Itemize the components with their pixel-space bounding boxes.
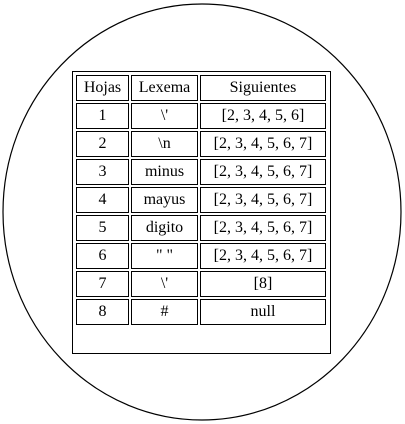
table-row: 1 \' [2, 3, 4, 5, 6] bbox=[76, 103, 326, 129]
cell-hoja: 5 bbox=[76, 215, 129, 241]
cell-hoja: 8 bbox=[76, 299, 129, 325]
cell-lexema: \n bbox=[131, 131, 198, 157]
cell-lexema: # bbox=[131, 299, 198, 325]
cell-siguientes: null bbox=[200, 299, 326, 325]
cell-lexema: mayus bbox=[131, 187, 198, 213]
cell-lexema: " " bbox=[131, 243, 198, 269]
cell-siguientes: [2, 3, 4, 5, 6, 7] bbox=[200, 215, 326, 241]
cell-siguientes: [2, 3, 4, 5, 6, 7] bbox=[200, 131, 326, 157]
siguientes-table: Hojas Lexema Siguientes 1 \' [2, 3, 4, 5… bbox=[74, 73, 328, 327]
cell-hoja: 4 bbox=[76, 187, 129, 213]
cell-siguientes: [2, 3, 4, 5, 6, 7] bbox=[200, 243, 326, 269]
cell-hoja: 6 bbox=[76, 243, 129, 269]
table-row: 7 \' [8] bbox=[76, 271, 326, 297]
cell-hoja: 1 bbox=[76, 103, 129, 129]
table-row: 3 minus [2, 3, 4, 5, 6, 7] bbox=[76, 159, 326, 185]
cell-hoja: 3 bbox=[76, 159, 129, 185]
table-row: 8 # null bbox=[76, 299, 326, 325]
cell-hoja: 2 bbox=[76, 131, 129, 157]
cell-lexema: digito bbox=[131, 215, 198, 241]
table-row: 6 " " [2, 3, 4, 5, 6, 7] bbox=[76, 243, 326, 269]
cell-lexema: \' bbox=[131, 103, 198, 129]
table-row: 2 \n [2, 3, 4, 5, 6, 7] bbox=[76, 131, 326, 157]
cell-hoja: 7 bbox=[76, 271, 129, 297]
table-row: 4 mayus [2, 3, 4, 5, 6, 7] bbox=[76, 187, 326, 213]
cell-siguientes: [2, 3, 4, 5, 6, 7] bbox=[200, 187, 326, 213]
cell-siguientes: [2, 3, 4, 5, 6] bbox=[200, 103, 326, 129]
header-lexema: Lexema bbox=[131, 75, 198, 101]
cell-lexema: minus bbox=[131, 159, 198, 185]
header-siguientes: Siguientes bbox=[200, 75, 326, 101]
node-outline bbox=[2, 3, 402, 421]
cell-siguientes: [2, 3, 4, 5, 6, 7] bbox=[200, 159, 326, 185]
cell-lexema: \' bbox=[131, 271, 198, 297]
table-row: 5 digito [2, 3, 4, 5, 6, 7] bbox=[76, 215, 326, 241]
siguientes-table-frame: Hojas Lexema Siguientes 1 \' [2, 3, 4, 5… bbox=[72, 71, 331, 354]
header-hojas: Hojas bbox=[76, 75, 129, 101]
cell-siguientes: [8] bbox=[200, 271, 326, 297]
header-row: Hojas Lexema Siguientes bbox=[76, 75, 326, 101]
